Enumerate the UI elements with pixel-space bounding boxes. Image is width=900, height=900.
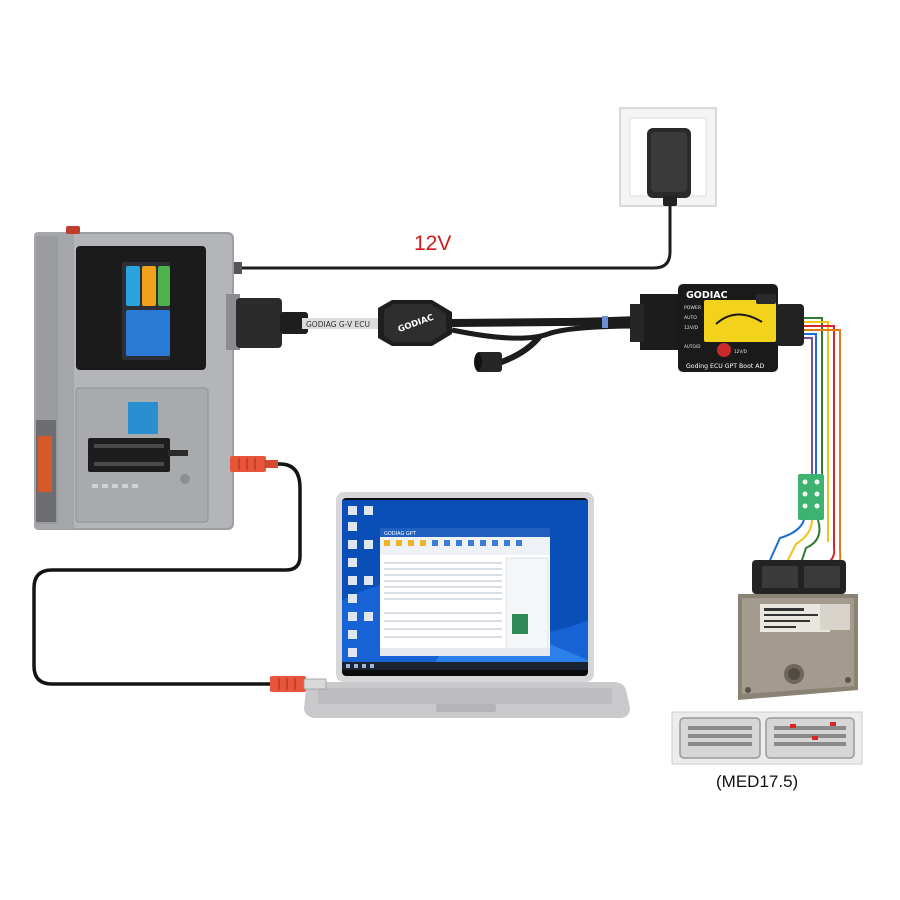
- laptop: GODIAG GPT: [304, 492, 630, 718]
- programmer-device: [34, 226, 234, 530]
- ecu-model-label: (MED17.5): [716, 772, 799, 791]
- usb-plug-programmer: [230, 456, 278, 472]
- y-branch-aux: [451, 323, 641, 341]
- usb-plug-laptop: [270, 676, 327, 692]
- power-adapter: [647, 128, 691, 206]
- db-connector-programmer: [226, 294, 308, 350]
- gpt-boot-adapter: GODIAC Goding ECU GPT Boot AD POWER AUTO…: [630, 284, 804, 372]
- cable-label: GODIAG G-V ECU: [306, 320, 370, 329]
- colored-wires: [804, 317, 841, 552]
- adapter-switch-label: AUTO/D: [684, 344, 700, 349]
- adapter-led-auto: AUTO: [684, 315, 697, 321]
- adapter-title: Goding ECU GPT Boot AD: [686, 363, 764, 370]
- y-adapter: GODIAC: [378, 300, 452, 346]
- y-branch-main: [451, 316, 641, 327]
- adapter-button-label: 12V/D: [734, 349, 747, 354]
- ecu-unit: [738, 560, 858, 700]
- dc-plug: [476, 352, 502, 372]
- power-plug: [232, 262, 242, 274]
- ecu-connector-pinout: [671, 711, 863, 765]
- adapter-brand: GODIAC: [686, 290, 728, 301]
- usb-cable: [32, 462, 302, 686]
- adapter-led-power: POWER: [684, 305, 702, 311]
- power-cable: [238, 206, 672, 270]
- adapter-led-12v: 12V/D: [684, 325, 699, 331]
- jumper-pcb: [769, 474, 824, 567]
- voltage-label: 12V: [414, 232, 452, 255]
- software-window-title: GODIAG GPT: [384, 531, 417, 537]
